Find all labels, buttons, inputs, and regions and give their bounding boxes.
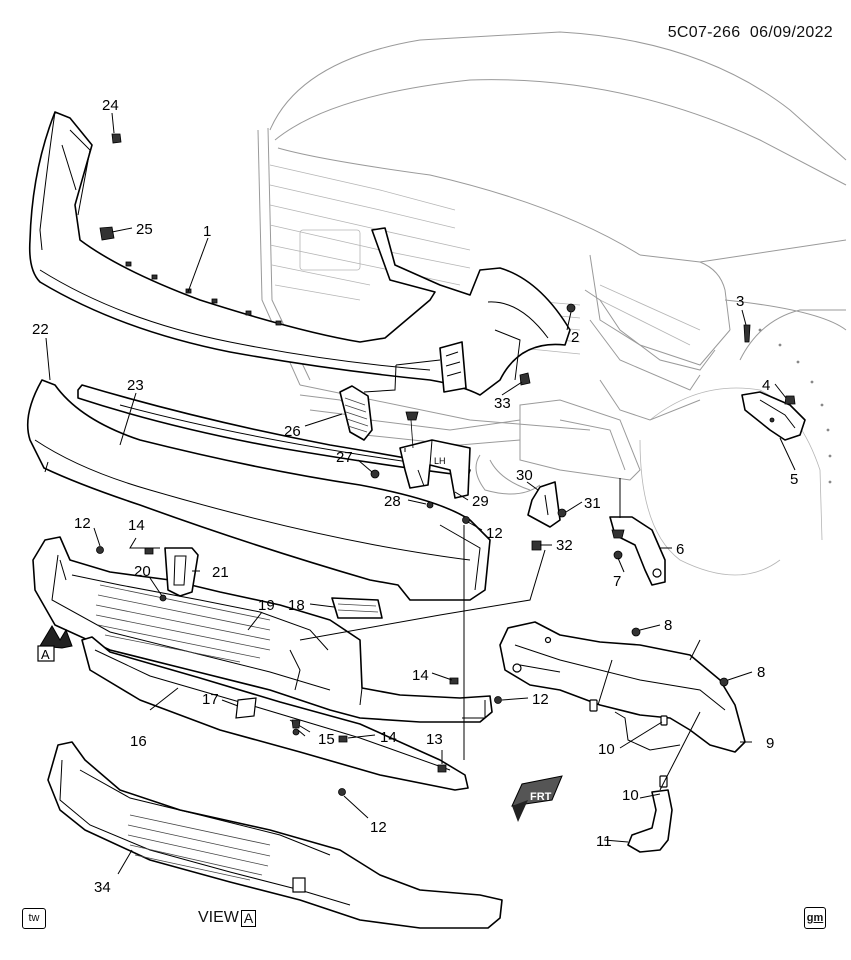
callout-27: 27 [336, 449, 353, 466]
vent-insert-part [331, 597, 383, 619]
callout-15: 15 [318, 731, 335, 748]
callout-19: 19 [258, 597, 275, 614]
view-a-caption: VIEW A [198, 909, 257, 927]
callout-1: 1 [203, 223, 211, 240]
plate-17-part [235, 697, 257, 719]
callout-8a: 8 [664, 617, 672, 634]
callout-12a: 12 [74, 515, 91, 532]
callout-18: 18 [288, 597, 305, 614]
lh-bracket-part [399, 439, 471, 499]
callout-12b: 12 [486, 525, 503, 542]
callout-14a: 14 [128, 517, 145, 534]
callout-4: 4 [762, 377, 770, 394]
callout-11: 11 [596, 833, 612, 850]
callout-28: 28 [384, 493, 401, 510]
vehicle-outline [257, 31, 847, 576]
frame-bracket-part [499, 621, 746, 753]
callout-20: 20 [134, 563, 151, 580]
side-bracket-part [741, 391, 806, 441]
view-a-marker-letter: A [41, 647, 50, 662]
callout-29: 29 [472, 493, 489, 510]
diagram-date: 06/09/2022 [749, 24, 833, 41]
callout-34: 34 [94, 879, 111, 896]
callout-6: 6 [676, 541, 684, 558]
grille-bracket-part [439, 341, 467, 393]
lower-fascia-part [47, 741, 503, 929]
callout-numbers: 1 2 3 4 5 6 7 8 8 9 10 10 11 12 12 12 12… [32, 97, 798, 896]
callout-33: 33 [494, 395, 511, 412]
callout-25: 25 [136, 221, 153, 238]
callout-21: 21 [212, 564, 229, 581]
gm-logo-icon: gm [804, 907, 826, 929]
callout-9: 9 [766, 735, 774, 752]
ghost-headlamp [584, 289, 716, 421]
callout-32: 32 [556, 537, 573, 554]
bracket-30-part [527, 481, 561, 528]
callout-5: 5 [790, 471, 798, 488]
front-arrow-label: FRT [530, 791, 552, 803]
mount-bracket-6-part [609, 516, 666, 586]
callout-17: 17 [202, 691, 219, 708]
callout-7: 7 [613, 573, 621, 590]
bracket-lh-label: LH [434, 456, 446, 466]
callout-10b: 10 [622, 787, 639, 804]
callout-3: 3 [736, 293, 744, 310]
callout-31: 31 [584, 495, 601, 512]
leader-lines [45, 112, 796, 875]
tw-logo-icon: tw [22, 908, 46, 929]
callout-16: 16 [130, 733, 147, 750]
callout-22: 22 [32, 321, 49, 338]
callout-26: 26 [284, 423, 301, 440]
grille-insert-part [339, 385, 373, 441]
callout-23: 23 [127, 377, 144, 394]
sensor-bracket-part [164, 547, 199, 597]
front-direction-arrow: FRT [511, 775, 563, 822]
upper-fascia-part [28, 111, 571, 396]
callout-12c: 12 [532, 691, 549, 708]
view-a-arrow: A [37, 625, 73, 662]
callout-8b: 8 [757, 664, 765, 681]
callout-30: 30 [516, 467, 533, 484]
callout-2: 2 [571, 329, 579, 346]
fascia-panel-part [26, 379, 491, 601]
callout-14b: 14 [412, 667, 429, 684]
callout-14c: 14 [380, 729, 397, 746]
view-caption-letter: A [240, 909, 257, 927]
diagram-code: 5C07-266 [667, 24, 741, 41]
fasteners [96, 133, 796, 796]
view-caption-text: VIEW [198, 909, 239, 926]
callout-13: 13 [426, 731, 443, 748]
diagram-header: 5C07-266 06/09/2022 [668, 24, 833, 42]
callout-12d: 12 [370, 819, 387, 836]
callout-10a: 10 [598, 741, 615, 758]
callout-24: 24 [102, 97, 119, 114]
